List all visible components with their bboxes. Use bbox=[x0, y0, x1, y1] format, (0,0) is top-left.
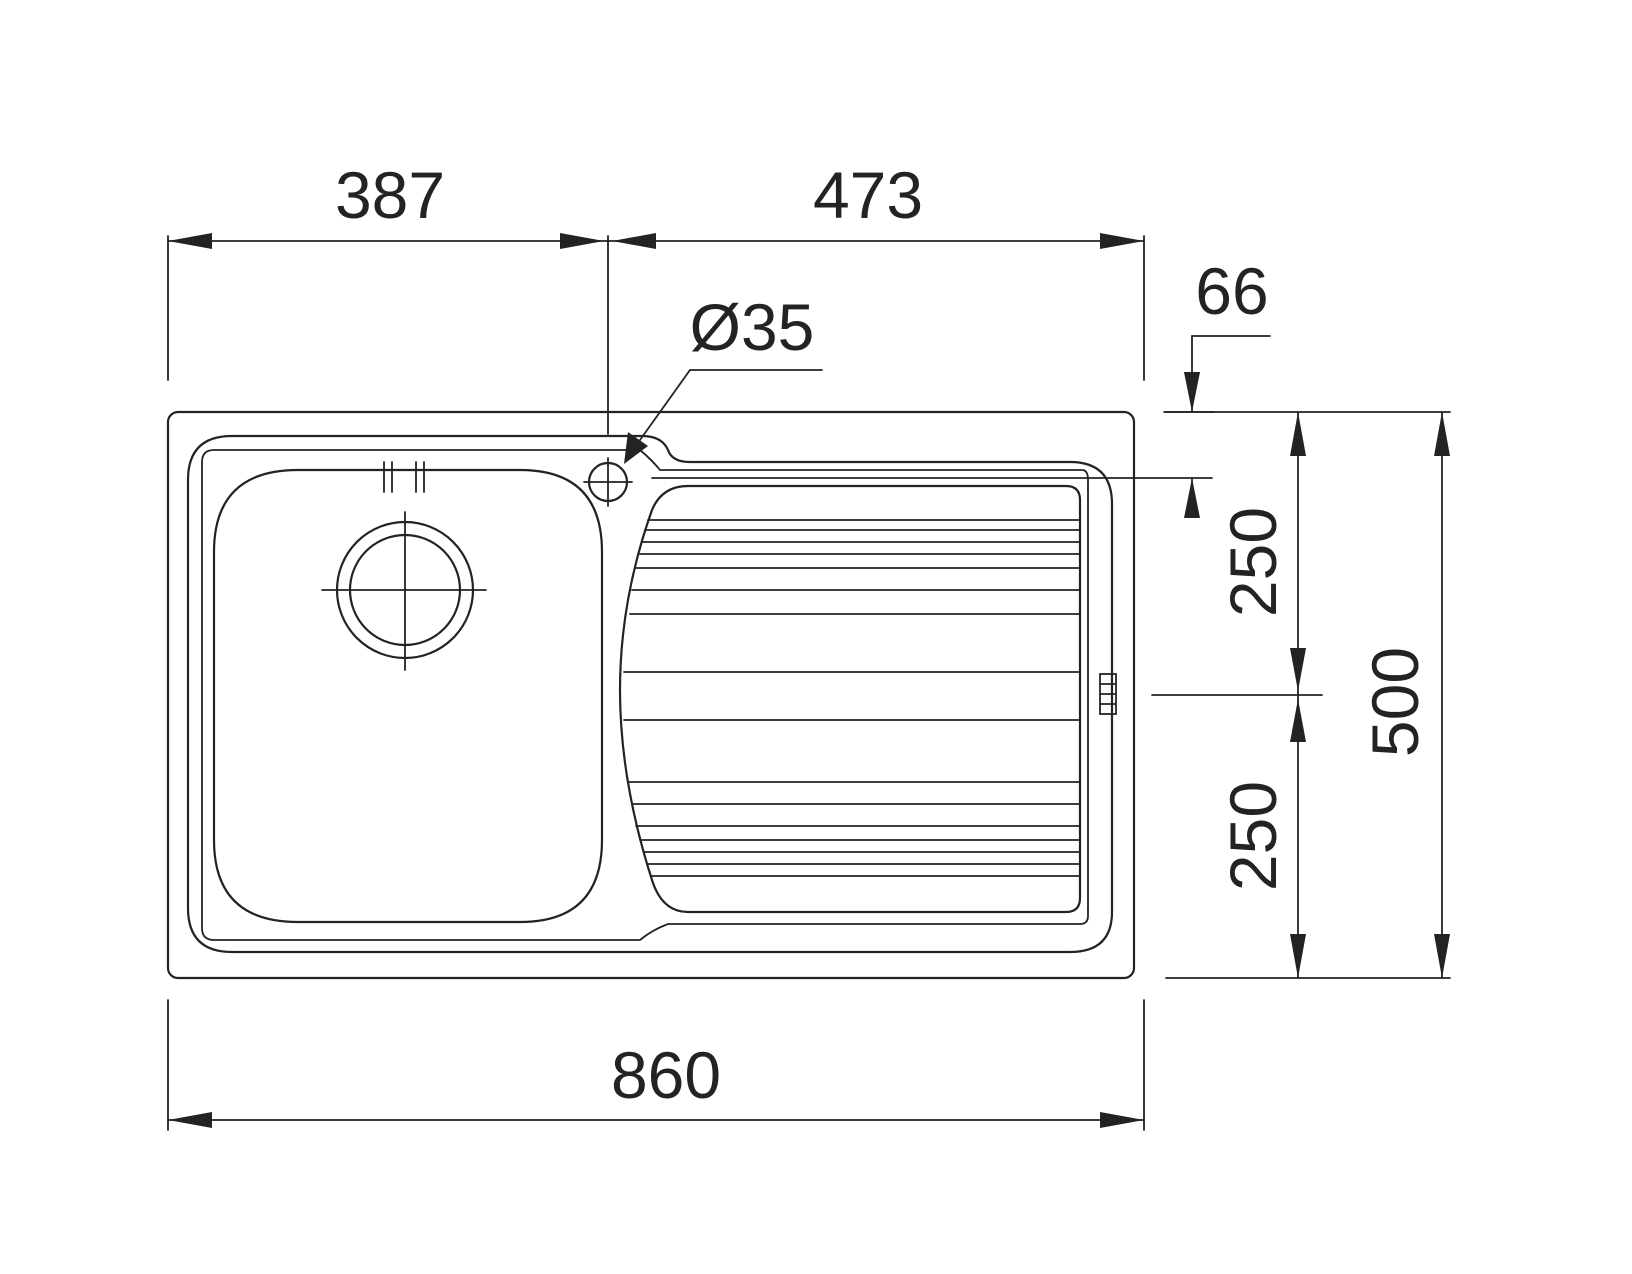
dim-label-387: 387 bbox=[335, 158, 445, 232]
dim-label-860: 860 bbox=[611, 1038, 721, 1112]
arrowhead bbox=[168, 233, 212, 249]
arrowhead bbox=[1100, 233, 1144, 249]
dim-hole-diameter: Ø35 bbox=[624, 290, 823, 464]
arrowhead bbox=[624, 432, 648, 464]
leader-line bbox=[629, 369, 691, 455]
dim-label-250-bottom: 250 bbox=[1216, 781, 1290, 891]
arrowhead bbox=[1290, 648, 1306, 691]
sink-inner-rim-2 bbox=[201, 449, 1089, 941]
dim-label-500: 500 bbox=[1358, 647, 1432, 757]
sink-bowl bbox=[212, 461, 604, 924]
arrowhead bbox=[1290, 934, 1306, 978]
dim-top: 387 473 bbox=[167, 158, 1145, 435]
dim-label-diameter: Ø35 bbox=[690, 290, 815, 364]
arrowhead bbox=[1434, 934, 1450, 978]
overflow-slots bbox=[383, 461, 425, 493]
arrowhead bbox=[1434, 412, 1450, 456]
dim-right: 250 250 500 bbox=[1151, 411, 1451, 979]
arrowhead bbox=[1184, 372, 1200, 412]
dim-bottom: 860 bbox=[167, 999, 1145, 1131]
arrowhead bbox=[168, 1112, 212, 1128]
sink-outer-rim bbox=[166, 410, 1136, 980]
drainboard bbox=[618, 484, 1117, 914]
drainboard-outline bbox=[618, 484, 1082, 914]
dim-label-66: 66 bbox=[1195, 254, 1268, 328]
arrowhead bbox=[1100, 1112, 1144, 1128]
arrowhead bbox=[612, 233, 656, 249]
arrowhead bbox=[1290, 699, 1306, 742]
arrowhead bbox=[560, 233, 604, 249]
dim-label-250-top: 250 bbox=[1216, 507, 1290, 617]
drainboard-ribs bbox=[623, 519, 1081, 877]
dim-label-473: 473 bbox=[813, 158, 923, 232]
sink-body bbox=[166, 410, 1136, 980]
dim-hole-offset: 66 bbox=[651, 254, 1271, 518]
arrowhead bbox=[1184, 478, 1200, 518]
bowl-outline bbox=[212, 468, 604, 924]
tap-hole bbox=[583, 457, 633, 507]
arrowhead bbox=[1290, 412, 1306, 456]
sink-inner-rim bbox=[186, 434, 1114, 954]
